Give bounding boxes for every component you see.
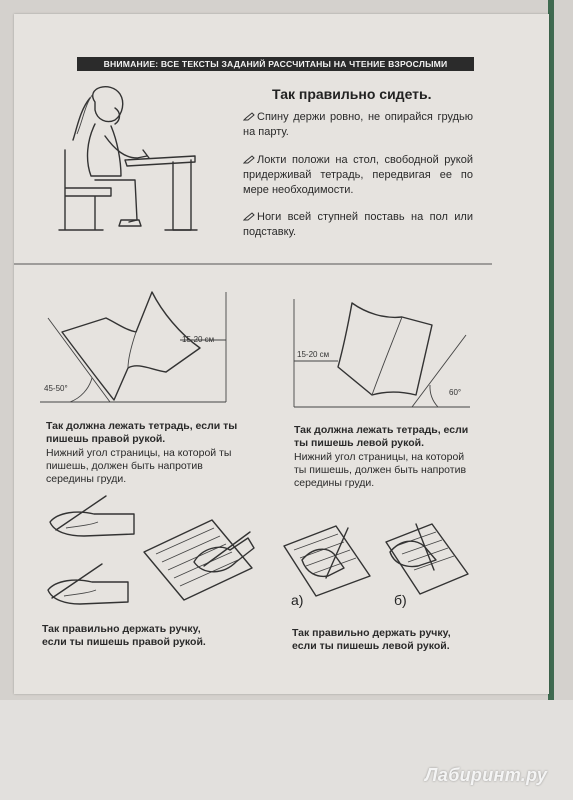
- pencil-bullet-icon: [243, 155, 255, 164]
- right-hand-pen-caption: Так правильно держать ручку, если ты пиш…: [42, 623, 206, 648]
- angle-label: 60°: [449, 388, 462, 397]
- left-hand-notebook-diagram: [293, 299, 470, 408]
- labirint-watermark: Лабиринт.ру: [425, 765, 548, 785]
- left-hand-notebook-caption: Так должна лежать тетрадь, если ты пишеш…: [294, 424, 474, 490]
- variant-label-a: а): [291, 592, 304, 608]
- angle-label: 45-50°: [44, 384, 68, 393]
- girl-at-desk-illustration: [58, 85, 198, 231]
- tip-item: Локти положи на стол, свободной рукой пр…: [243, 153, 473, 198]
- pencil-bullet-icon: [243, 212, 255, 221]
- caption-bold: Так должна лежать тетрадь, если ты пишеш…: [294, 424, 469, 449]
- distance-label: 15-20 см: [182, 335, 215, 344]
- section-divider: [14, 263, 492, 265]
- tip-text: Спину держи ровно, не опирайся грудью на…: [243, 111, 473, 138]
- left-hand-pen-grip-illustration: [283, 523, 469, 597]
- caption-bold: Так должна лежать тетрадь, если ты пишеш…: [46, 420, 238, 445]
- right-hand-notebook-diagram: [40, 291, 227, 403]
- pencil-bullet-icon: [243, 112, 255, 121]
- page-sheet: [14, 14, 549, 694]
- tip-text: Локти положи на стол, свободной рукой пр…: [243, 154, 473, 196]
- right-hand-pen-grip-illustration: [47, 495, 255, 605]
- caption-regular: Нижний угол страницы, на которой ты пише…: [46, 447, 232, 485]
- right-hand-notebook-caption: Так должна лежать тетрадь, если ты пишеш…: [46, 420, 246, 486]
- tip-text: Ноги всей ступней поставь на пол или под…: [243, 211, 473, 238]
- distance-label: 15-20 см: [297, 350, 330, 359]
- attention-banner: ВНИМАНИЕ: ВСЕ ТЕКСТЫ ЗАДАНИЙ РАССЧИТАНЫ …: [77, 57, 474, 71]
- variant-label-b: б): [394, 592, 407, 608]
- tip-item: Ноги всей ступней поставь на пол или под…: [243, 210, 473, 240]
- caption-regular: Нижний угол страницы, на которой ты пише…: [294, 451, 467, 489]
- page-title: Так правильно сидеть.: [272, 86, 432, 102]
- left-hand-pen-caption: Так правильно держать ручку, если ты пиш…: [292, 627, 451, 652]
- tip-item: Спину держи ровно, не опирайся грудью на…: [243, 110, 473, 140]
